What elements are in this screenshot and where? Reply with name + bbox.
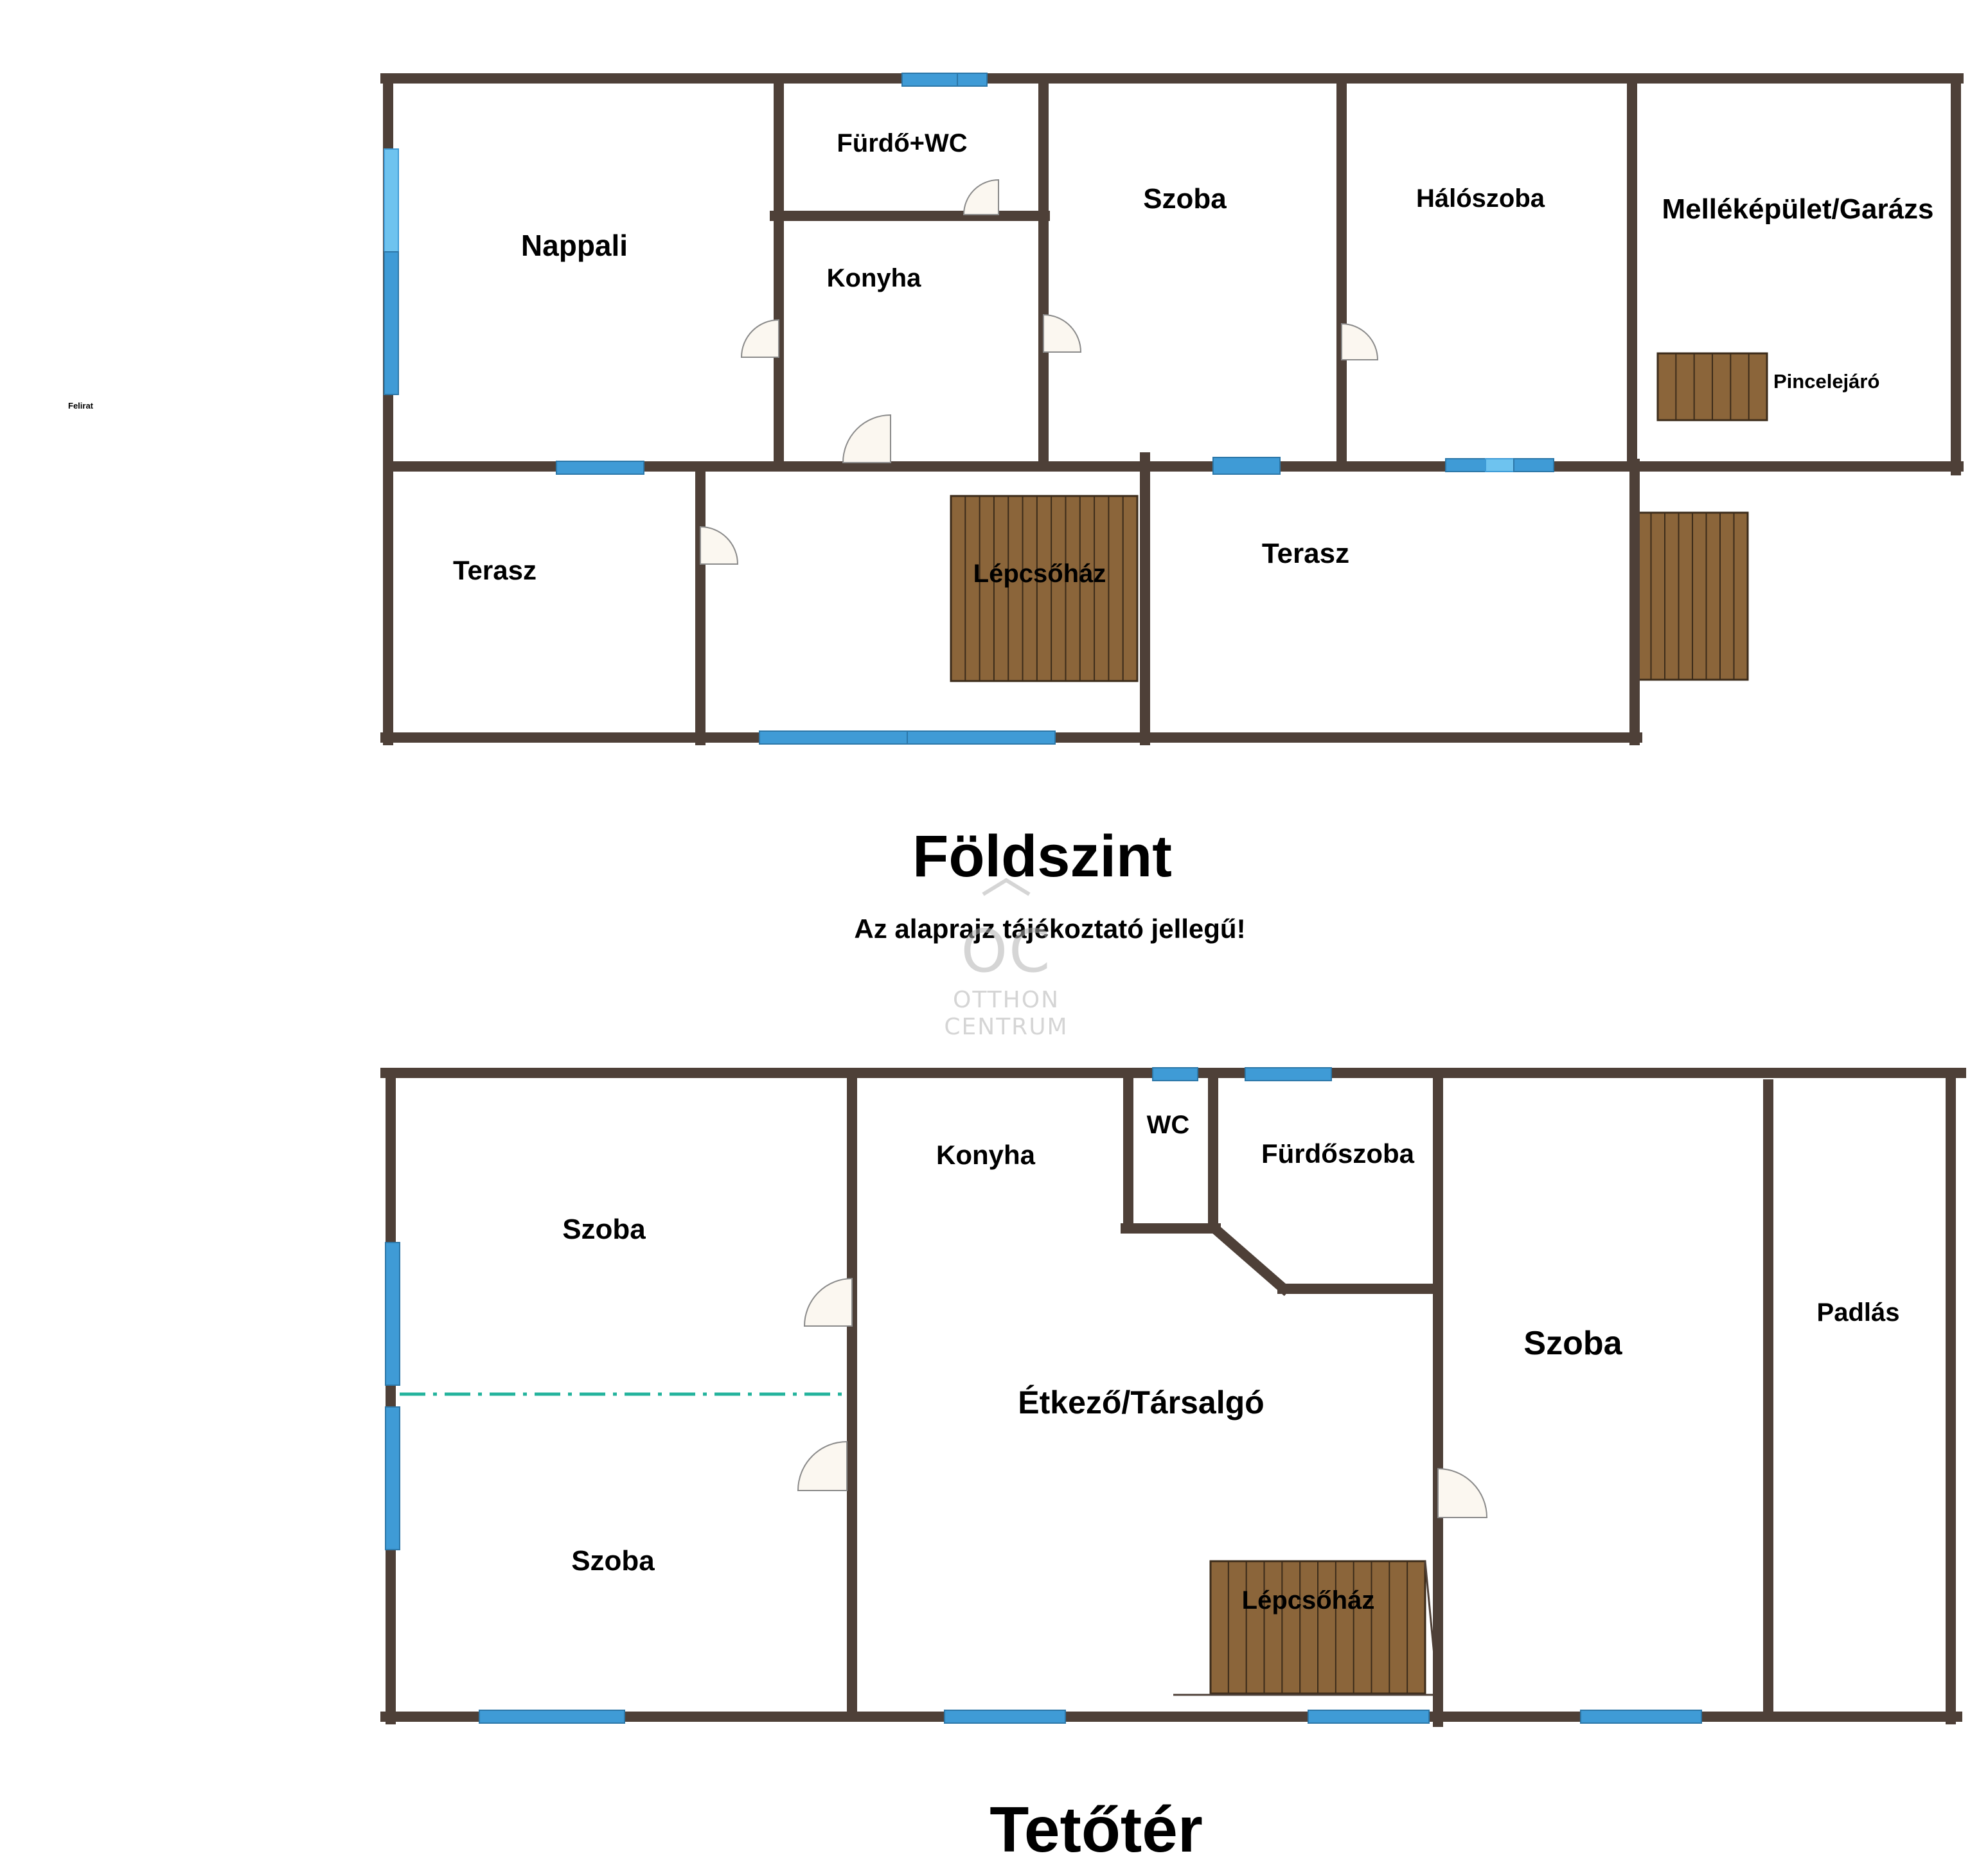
room-label-etkezo: Étkező/Társalgó — [1018, 1385, 1264, 1420]
door — [842, 414, 891, 463]
window — [384, 148, 399, 252]
door — [740, 319, 779, 358]
ground-cellar-stairs — [1656, 352, 1768, 421]
ground-outside-stairs — [1636, 511, 1749, 681]
window — [479, 1710, 625, 1724]
window — [759, 730, 908, 745]
ground-doors — [700, 179, 1379, 565]
room-label-szoba-bottom: Szoba — [571, 1545, 655, 1577]
window — [1308, 1710, 1430, 1724]
room-label-furdo-wc: Fürdő+WC — [837, 129, 967, 157]
ground-windows — [384, 73, 1554, 745]
ground-floor-plan: Nappali Fürdő+WC Konyha Szoba Hálószoba … — [380, 73, 1964, 745]
window — [1245, 1067, 1332, 1081]
window — [385, 1406, 400, 1550]
ground-walls — [380, 73, 1964, 745]
room-label-lepcsohaz: Lépcsőház — [973, 560, 1106, 588]
room-label-terasz-left: Terasz — [453, 555, 537, 585]
attic-title: Tetőtér — [990, 1794, 1203, 1866]
attic-doors — [797, 1277, 1488, 1518]
window — [957, 73, 988, 87]
ground-floor-subtitle: Az alaprajz tájékoztató jellegű! — [854, 914, 1245, 944]
room-label-konyha: Konyha — [827, 264, 921, 292]
attic-staircase — [1209, 1560, 1426, 1695]
attic-windows — [385, 1067, 1702, 1724]
attic-plan: Szoba Szoba Konyha WC Fürdőszoba Étkező/… — [380, 1067, 1966, 1727]
window — [944, 1710, 1066, 1724]
room-label-terasz-right: Terasz — [1262, 538, 1349, 569]
room-label-wc: WC — [1147, 1111, 1190, 1139]
window — [1513, 458, 1554, 472]
watermark-logo: OC — [961, 917, 1052, 986]
window — [1212, 457, 1281, 475]
room-label-lepcsohaz: Lépcsőház — [1242, 1586, 1375, 1615]
ground-staircase — [950, 495, 1139, 682]
window — [907, 730, 1056, 745]
room-label-szoba-top: Szoba — [562, 1214, 646, 1245]
window — [1485, 458, 1514, 472]
door — [963, 179, 999, 215]
room-label-haloszoba: Hálószoba — [1416, 184, 1545, 213]
door — [797, 1440, 848, 1491]
room-label-konyha: Konyha — [936, 1140, 1036, 1170]
door — [700, 526, 739, 565]
watermark-line2: CENTRUM — [944, 1014, 1068, 1040]
room-label-nappali: Nappali — [521, 229, 628, 262]
room-label-padlas: Padlás — [1817, 1298, 1900, 1327]
window — [385, 1242, 400, 1386]
window — [384, 251, 399, 395]
watermark-roof-icon — [982, 878, 1031, 896]
stair-edge-line — [1424, 1561, 1439, 1695]
window — [901, 73, 958, 87]
door — [1043, 314, 1082, 353]
watermark: OC OTTHON CENTRUM — [944, 878, 1068, 1040]
side-note: Felirat — [68, 401, 94, 411]
door — [803, 1277, 853, 1327]
watermark-line1: OTTHON — [953, 987, 1060, 1013]
room-label-szoba-right: Szoba — [1523, 1325, 1622, 1362]
stairs-body — [950, 495, 1139, 682]
door — [1437, 1467, 1488, 1518]
window — [556, 461, 644, 475]
ground-floor-title: Földszint — [912, 824, 1172, 889]
window — [1445, 458, 1486, 472]
window — [1580, 1710, 1702, 1724]
room-label-garazs: Melléképület/Garázs — [1662, 193, 1933, 225]
room-label-furdoszoba: Fürdőszoba — [1261, 1138, 1415, 1169]
room-label-pincelejaro: Pincelejáró — [1773, 370, 1879, 393]
room-label-szoba: Szoba — [1143, 183, 1227, 215]
door — [1341, 323, 1379, 360]
window — [1152, 1067, 1198, 1081]
